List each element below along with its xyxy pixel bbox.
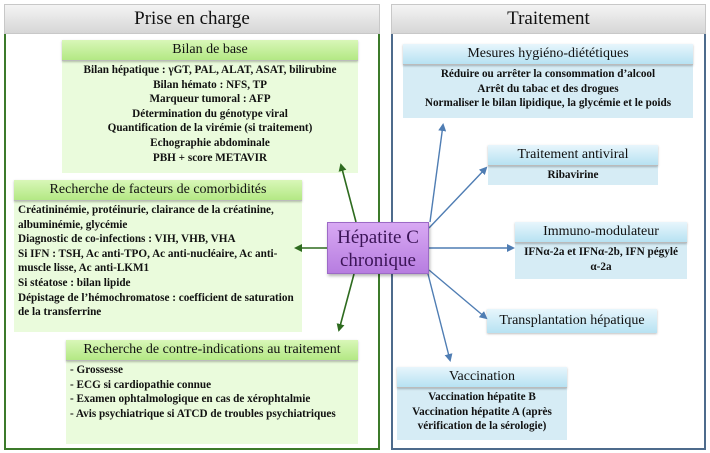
- list-item: Quantification de la virémie (si traitem…: [107, 122, 313, 135]
- box-title: Vaccination: [397, 367, 567, 388]
- box-title: Immuno-modulateur: [515, 222, 687, 243]
- box-body: Réduire ou arrêter la consommation d’alc…: [403, 65, 693, 113]
- center-node-line1: Hépatite C: [337, 227, 419, 248]
- list-item: Normaliser le bilan lipidique, la glycém…: [424, 97, 672, 110]
- panel-title-prise-en-charge: Prise en charge: [4, 4, 380, 34]
- box-body: Ribavirine: [488, 166, 658, 185]
- list-item: IFNα-2a et IFNα-2b, IFN pégylé α-2a: [524, 246, 678, 273]
- box-title: Bilan de base: [62, 40, 358, 61]
- list-item: - ECG si cardiopathie connue: [70, 378, 212, 391]
- list-item: - Avis psychiatrique si ATCD de troubles…: [70, 407, 336, 420]
- box-body: IFNα-2a et IFNα-2b, IFN pégylé α-2a: [515, 243, 687, 276]
- list-item: Vaccination hépatite B: [428, 391, 536, 403]
- list-item: Bilan hépatique : γGT, PAL, ALAT, ASAT, …: [83, 64, 337, 76]
- center-node-hepatite-c: Hépatite C chronique: [327, 222, 429, 274]
- list-item: Vaccination hépatite A (après vérificati…: [412, 405, 552, 433]
- list-item: Echographie abdominale: [150, 136, 270, 149]
- box-title: Recherche de contre-indications au trait…: [66, 340, 358, 361]
- box-mesures-hygieno-dietetiques: Mesures hygiéno-diététiques Réduire ou a…: [403, 44, 693, 118]
- box-title: Mesures hygiéno-diététiques: [403, 44, 693, 65]
- list-item: Si stéatose : bilan lipide: [18, 276, 131, 289]
- box-bilan-de-base: Bilan de base Bilan hépatique : γGT, PAL…: [62, 40, 358, 173]
- list-item: Détermination du génotype viral: [132, 107, 288, 120]
- list-item: PBH + score METAVIR: [152, 151, 268, 164]
- box-comorbidites: Recherche de facteurs de comorbidités Cr…: [14, 180, 302, 332]
- box-body: Vaccination hépatite B Vaccination hépat…: [397, 388, 567, 436]
- list-item: - Grossesse: [70, 364, 123, 376]
- list-item: Dépistage de l’hémochromatose : coeffici…: [18, 291, 294, 319]
- list-item: Si IFN : TSH, Ac anti-TPO, Ac anti-nuclé…: [18, 247, 278, 275]
- box-title: Recherche de facteurs de comorbidités: [14, 180, 302, 201]
- box-body: Créatininémie, protéinurie, clairance de…: [14, 201, 302, 322]
- box-title: Traitement antiviral: [488, 145, 658, 166]
- box-traitement-antiviral: Traitement antiviral Ribavirine: [488, 145, 658, 185]
- list-item: - Examen ophtalmologique en cas de xérop…: [70, 393, 311, 406]
- box-vaccination: Vaccination Vaccination hépatite B Vacci…: [397, 367, 567, 440]
- list-item: Réduire ou arrêter la consommation d’alc…: [440, 68, 656, 80]
- list-item: Marqueur tumoral : AFP: [149, 93, 271, 106]
- list-item: Arrêt du tabac et des drogues: [477, 82, 619, 95]
- list-item: Bilan hémato : NFS, TP: [153, 78, 267, 91]
- box-transplantation-hepatique: Transplantation hépatique: [487, 309, 657, 333]
- box-title: Transplantation hépatique: [487, 309, 657, 333]
- panel-title-traitement: Traitement: [391, 4, 706, 34]
- center-node-line2: chronique: [340, 250, 416, 271]
- list-item: Ribavirine: [547, 169, 599, 181]
- box-body: Bilan hépatique : γGT, PAL, ALAT, ASAT, …: [62, 61, 358, 167]
- list-item: Créatininémie, protéinurie, clairance de…: [18, 204, 274, 231]
- box-contre-indications: Recherche de contre-indications au trait…: [66, 340, 358, 444]
- list-item: Diagnostic de co-infections : VIH, VHB, …: [18, 233, 236, 246]
- box-body: - Grossesse - ECG si cardiopathie connue…: [66, 361, 358, 423]
- box-immuno-modulateur: Immuno-modulateur IFNα-2a et IFNα-2b, IF…: [515, 222, 687, 279]
